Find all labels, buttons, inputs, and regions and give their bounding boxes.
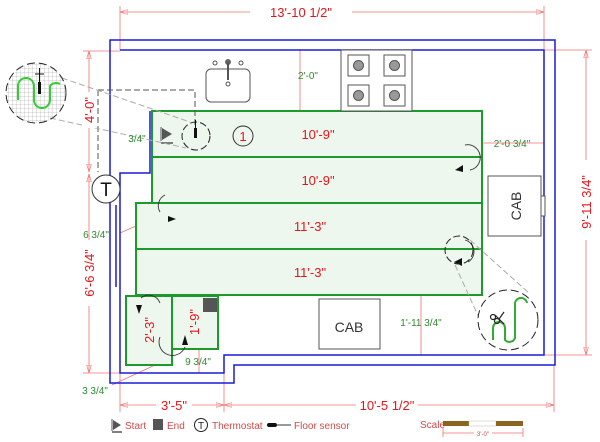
sink <box>205 59 251 103</box>
cabinet-right-label: CAB <box>508 192 524 221</box>
legend: Start End T Thermostat Floor sensor Scal… <box>111 418 524 438</box>
zone-number: 1 <box>239 129 246 144</box>
scale-length: 3'-0" <box>477 432 489 438</box>
mat-run-2[interactable] <box>151 156 483 204</box>
thermostat-symbol: T <box>100 180 112 201</box>
cabinet-bottom-label: CAB <box>335 319 364 335</box>
mat-run-3-label: 11'-3" <box>294 219 327 234</box>
sensor-detail-magnifier <box>5 62 67 124</box>
scissors-icon <box>489 311 505 325</box>
thermostat[interactable]: T <box>91 174 121 204</box>
mat-run-4[interactable] <box>135 248 483 296</box>
legend-thermostat: Thermostat <box>212 421 263 432</box>
floor-sensor-icon <box>194 128 197 138</box>
clearance-right: 2'-0 3/4" <box>494 139 531 150</box>
clearance-small: 9 3/4" <box>185 357 211 368</box>
dim-right-height: 9'-11 3/4" <box>579 175 594 229</box>
start-icon <box>111 419 122 433</box>
clearance-corner: 3 3/4" <box>82 386 108 397</box>
heating-mat: 10'-9" 10'-9" 11'-3" 11'-3" 2'-3" 1'-9" … <box>125 110 483 366</box>
legend-end: End <box>167 421 185 432</box>
legend-scale: Scale <box>420 420 445 431</box>
clearance-stove: 2'-0" <box>298 71 318 82</box>
mat-run-1-label: 10'-9" <box>301 127 335 142</box>
dimension-lines <box>83 6 592 412</box>
mat-run-3[interactable] <box>135 202 483 250</box>
cabinet-bottom: CAB <box>318 298 381 350</box>
start-marker <box>160 127 173 144</box>
dim-left-upper: 4'-0" <box>82 97 97 123</box>
sensor-callout <box>5 62 211 172</box>
clearance-left-lower: 6 3/4" <box>83 230 109 241</box>
dimension-labels: 13'-10 1/2" 9'-11 3/4" 4'-0" 6'-6 3/4" 3… <box>82 4 594 413</box>
cabinet-right: CAB <box>487 175 546 237</box>
floor-sensor-legend-icon <box>267 423 291 427</box>
dim-bottom-right: 10'-5 1/2" <box>360 398 415 413</box>
stove <box>340 49 413 112</box>
cut-callout <box>444 235 539 351</box>
thermostat-icon: T <box>194 418 208 432</box>
clearance-bottom: 1'-11 3/4" <box>400 318 442 329</box>
walls <box>109 39 556 384</box>
legend-start: Start <box>125 421 146 432</box>
turn-arrows <box>140 144 481 356</box>
mat-run-4-label: 11'-3" <box>294 265 327 280</box>
dim-bottom-left: 3'-5" <box>161 398 187 413</box>
dim-left-lower: 6'-6 3/4" <box>82 249 97 297</box>
scale-bar: 3'-0" <box>442 420 524 438</box>
end-marker <box>203 298 217 312</box>
clearance-left: 3/4" <box>128 134 146 145</box>
mat-run-2-label: 10'-9" <box>301 173 335 188</box>
mat-run-5-label: 2'-3" <box>142 317 157 343</box>
dim-top-width: 13'-10 1/2" <box>270 5 332 20</box>
stove-burners <box>347 54 406 107</box>
mat-run-1[interactable] <box>151 110 483 158</box>
mat-run-6-label: 1'-9" <box>187 309 202 335</box>
end-icon <box>153 419 163 430</box>
legend-floor-sensor: Floor sensor <box>294 421 350 432</box>
clearance-labels: 2'-0" 3/4" 2'-0 3/4" 6 3/4" 1'-11 3/4" 9… <box>82 71 531 397</box>
svg-text:T: T <box>198 421 204 432</box>
zone-number-badge <box>232 125 254 147</box>
